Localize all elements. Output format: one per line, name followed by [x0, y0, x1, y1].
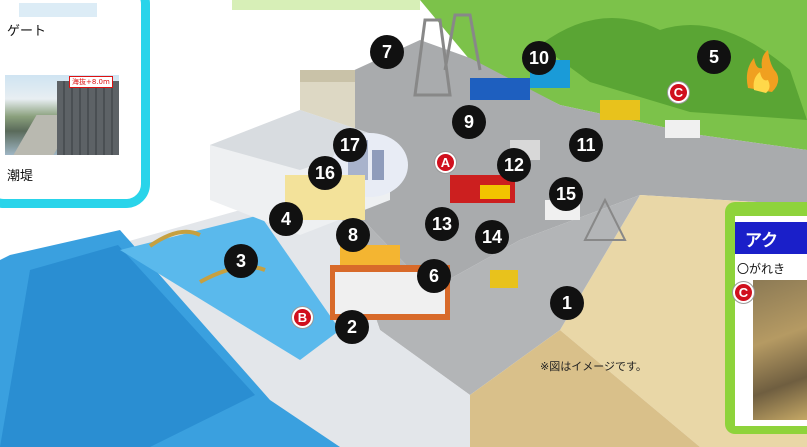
marker-10[interactable]: 10: [522, 41, 556, 75]
marker-6[interactable]: 6: [417, 259, 451, 293]
panel-subtitle: 〇がれき: [737, 262, 786, 276]
diagram-thumbnail: [19, 3, 97, 17]
marker-b[interactable]: B: [292, 307, 313, 328]
panel-title: アク: [745, 231, 779, 251]
marker-c-panel[interactable]: C: [733, 282, 754, 303]
hill-shade: [540, 17, 807, 120]
intake-channel: [120, 215, 340, 360]
info-panel-right: アク 〇がれき C: [725, 202, 807, 434]
rubble-photo: [753, 280, 807, 420]
marker-4[interactable]: 4: [269, 202, 303, 236]
marker-1[interactable]: 1: [550, 286, 584, 320]
marker-15[interactable]: 15: [549, 177, 583, 211]
lower-ground: [330, 185, 640, 395]
bulldozer: [490, 270, 518, 288]
marker-9[interactable]: 9: [452, 105, 486, 139]
marker-12[interactable]: 12: [497, 148, 531, 182]
marker-c[interactable]: C: [668, 82, 689, 103]
marker-3[interactable]: 3: [224, 244, 258, 278]
marker-8[interactable]: 8: [336, 218, 370, 252]
gate-caption: ゲート: [7, 24, 47, 39]
marker-13[interactable]: 13: [425, 207, 459, 241]
pylon: [413, 18, 452, 97]
marker-7[interactable]: 7: [370, 35, 404, 69]
cut-face: [470, 330, 700, 447]
marker-5[interactable]: 5: [697, 40, 731, 74]
crane: [583, 197, 627, 241]
top-frame: [232, 0, 420, 10]
marker-2[interactable]: 2: [335, 310, 369, 344]
marker-14[interactable]: 14: [475, 220, 509, 254]
marker-11[interactable]: 11: [569, 128, 603, 162]
seawall-photo: 海抜+8.0m: [5, 75, 119, 155]
seawall-caption: 潮堤: [7, 169, 34, 184]
info-panel-left: ゲート 海抜+8.0m 潮堤: [0, 0, 150, 208]
marker-a[interactable]: A: [435, 152, 456, 173]
marker-16[interactable]: 16: [308, 156, 342, 190]
truck: [470, 78, 530, 100]
photo-tag: 海抜+8.0m: [69, 76, 113, 88]
image-footnote: ※図はイメージです。: [540, 360, 647, 373]
marker-17[interactable]: 17: [333, 128, 367, 162]
